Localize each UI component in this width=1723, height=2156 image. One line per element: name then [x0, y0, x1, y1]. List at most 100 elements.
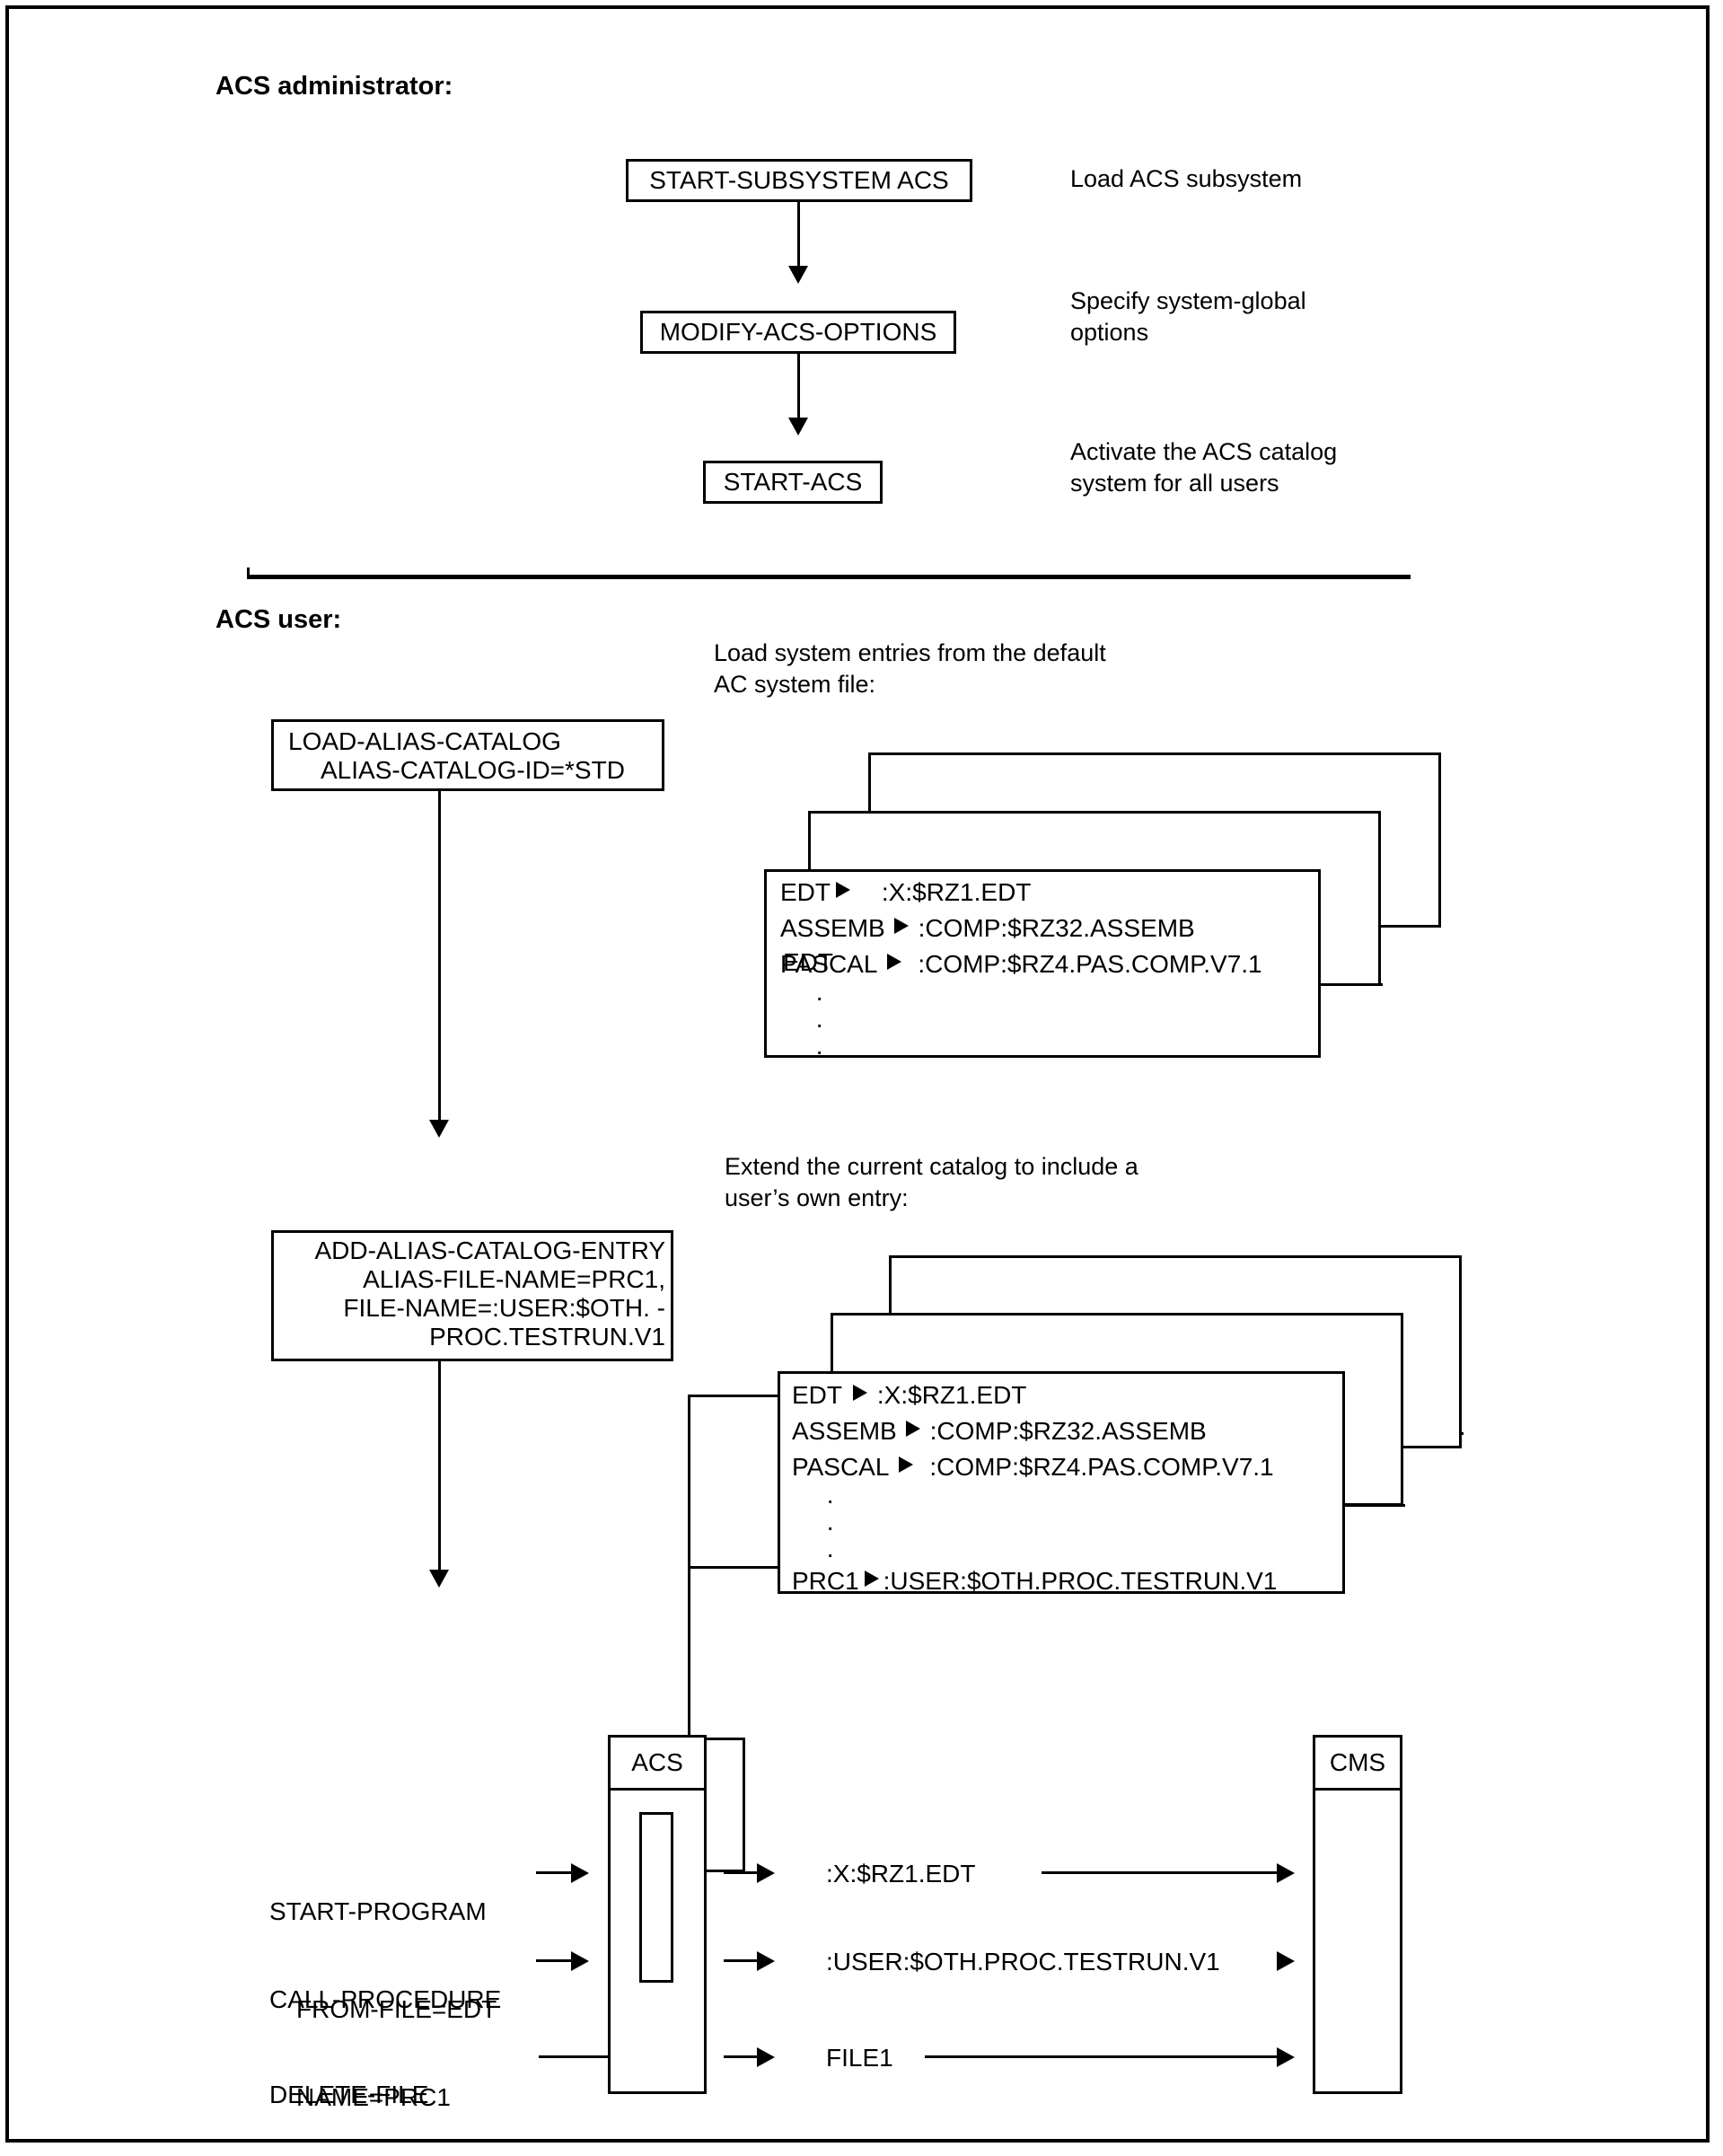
- catalog-sheet-front-bottom[interactable]: [778, 1371, 1345, 1594]
- catalog-top-dot-1: ·: [815, 1010, 824, 1038]
- catalog-bottom-row-2: PASCAL :COMP:$RZ4.PAS.COMP.V7.1: [792, 1453, 1274, 1482]
- runtime-row-1-line1: CALL-PROCEDURE: [269, 1984, 502, 2013]
- catalog-bottom-alias-0: EDT: [792, 1381, 842, 1409]
- entry-arrow-icon: [865, 1571, 880, 1587]
- connector-add-down: [438, 1361, 441, 1577]
- catalog-top-row-1: ASSEMB :COMP:$RZ32.ASSEMB: [780, 914, 1195, 943]
- catalog-top-alias-1: ASSEMB: [780, 914, 885, 942]
- catalog-bottom-alias-2: PASCAL: [792, 1453, 890, 1481]
- entry-arrow-icon: [894, 918, 910, 934]
- add-alias-line-1: ADD-ALIAS-CATALOG-ENTRY: [314, 1236, 665, 1264]
- arrowhead-down-3: [429, 1120, 449, 1138]
- cms-column[interactable]: CMS: [1313, 1735, 1402, 2094]
- catalog-bottom-target-added: :USER:$OTH.PROC.TESTRUN.V1: [883, 1567, 1278, 1595]
- catalog-bottom-dot-0: ·: [826, 1486, 835, 1514]
- acs-bracket-top-stub: [688, 1395, 781, 1397]
- catalog-top-target-0: :X:$RZ1.EDT: [881, 878, 1032, 906]
- acs-column-caption: ACS: [611, 1738, 704, 1791]
- catalog-top-row-2: PASCAL :COMP:$RZ4.PAS.COMP.V7.1: [780, 950, 1262, 979]
- section-divider: [247, 575, 1411, 579]
- user-section-heading: ACS user:: [215, 605, 342, 634]
- admin-section-heading: ACS administrator:: [215, 72, 453, 101]
- add-alias-line-2: ALIAS-FILE-NAME=PRC1,: [363, 1265, 665, 1293]
- runtime-row-2-command: DELETE-FILE FILE-NAME=FILE1: [269, 2013, 512, 2156]
- arrowhead-down-2: [788, 418, 808, 436]
- acs-column[interactable]: ACS: [608, 1735, 707, 2094]
- add-alias-line-3: FILE-NAME=:USER:$OTH. -: [343, 1294, 665, 1322]
- catalog-top-dot-2: ·: [815, 1037, 824, 1065]
- connector-2: [797, 354, 800, 422]
- catalog-top-alias-2: PASCAL: [780, 950, 878, 978]
- page-frame: [5, 5, 1710, 2143]
- runtime-row-2-line1: DELETE-FILE: [269, 2080, 429, 2108]
- connector-load-to-add: [438, 791, 441, 1128]
- section-divider-tick: [247, 568, 250, 578]
- entry-arrow-icon: [898, 1456, 913, 1473]
- catalog-bottom-target-2: :COMP:$RZ4.PAS.COMP.V7.1: [929, 1453, 1274, 1481]
- runtime-row-1-command: CALL-PROCEDURE NAME=PRC1: [269, 1918, 501, 2156]
- runtime-row-0-arrow-line: [536, 1871, 574, 1874]
- arrowhead-right-2b: [757, 2047, 775, 2067]
- box-add-alias-catalog-entry-lines: ADD-ALIAS-CATALOG-ENTRY ALIAS-FILE-NAME=…: [283, 1236, 665, 1351]
- arrowhead-down-4: [429, 1570, 449, 1588]
- box-start-acs[interactable]: START-ACS: [703, 461, 883, 504]
- load-alias-catalog-line-2: ALIAS-CATALOG-ID=*STD: [321, 756, 625, 784]
- catalog-bottom-dot-1: ·: [826, 1513, 835, 1541]
- entry-arrow-icon: [906, 1421, 921, 1437]
- load-alias-catalog-line-1: LOAD-ALIAS-CATALOG: [288, 727, 561, 755]
- box-add-alias-catalog-entry[interactable]: ADD-ALIAS-CATALOG-ENTRY ALIAS-FILE-NAME=…: [271, 1230, 673, 1361]
- note-load-acs-subsystem: Load ACS subsystem: [1070, 165, 1303, 192]
- arrowhead-right-1a: [571, 1951, 589, 1971]
- acs-catalog-slot: [639, 1812, 673, 1983]
- box-load-alias-catalog-lines: LOAD-ALIAS-CATALOG ALIAS-CATALOG-ID=*STD: [288, 727, 655, 785]
- box-modify-acs-options[interactable]: MODIFY-ACS-OPTIONS: [640, 311, 956, 354]
- connector-1: [797, 202, 800, 270]
- runtime-row-2-to-cms-line: [925, 2055, 1279, 2058]
- runtime-row-2-in-line: [539, 2055, 611, 2058]
- catalog-sheet-front-top[interactable]: EDT: [764, 869, 1321, 1058]
- box-load-alias-catalog[interactable]: LOAD-ALIAS-CATALOG ALIAS-CATALOG-ID=*STD: [271, 719, 664, 791]
- runtime-row-2-resolved: FILE1: [826, 2044, 893, 2072]
- entry-arrow-icon: [853, 1385, 868, 1401]
- catalog-top-target-2: :COMP:$RZ4.PAS.COMP.V7.1: [918, 950, 1262, 978]
- arrowhead-right-0b: [757, 1863, 775, 1883]
- arrowhead-right-0c: [1277, 1863, 1295, 1883]
- arrowhead-down-1: [788, 266, 808, 284]
- runtime-row-2-out-line: [724, 2055, 760, 2058]
- acs-feed-vline: [743, 1738, 745, 1872]
- catalog-bottom-row-added: PRC1 :USER:$OTH.PROC.TESTRUN.V1: [792, 1567, 1277, 1596]
- runtime-row-0-to-cms-line: [1042, 1871, 1279, 1874]
- acs-bracket-mid-stub: [688, 1566, 781, 1569]
- runtime-row-1-resolved: :USER:$OTH.PROC.TESTRUN.V1: [826, 1948, 1220, 1976]
- acs-bracket-bottom-stub: [688, 1738, 745, 1740]
- box-modify-acs-options-label: MODIFY-ACS-OPTIONS: [659, 318, 937, 346]
- runtime-row-0-out-line: [724, 1871, 760, 1874]
- cms-column-caption: CMS: [1315, 1738, 1400, 1791]
- catalog-top-target-1: :COMP:$RZ32.ASSEMB: [918, 914, 1195, 942]
- catalog-entries-top: EDT: [783, 881, 833, 1044]
- catalog-bottom-row-1: ASSEMB :COMP:$RZ32.ASSEMB: [792, 1417, 1207, 1446]
- arrowhead-right-1b: [757, 1951, 775, 1971]
- catalog-bottom-alias-1: ASSEMB: [792, 1417, 897, 1445]
- entry-arrow-icon: [886, 954, 901, 970]
- catalog-bottom-dot-2: ·: [826, 1540, 835, 1568]
- runtime-row-0-command: START-PROGRAM FROM-FILE=EDT: [269, 1830, 497, 2091]
- catalog-top-row-0: EDT :X:$RZ1.EDT: [780, 878, 1031, 907]
- box-start-subsystem-acs[interactable]: START-SUBSYSTEM ACS: [626, 159, 972, 202]
- box-start-acs-label: START-ACS: [723, 468, 863, 496]
- entry-arrow-icon: [836, 882, 851, 898]
- runtime-row-1-arrow-line: [536, 1959, 574, 1962]
- runtime-row-1-out-line: [724, 1959, 760, 1962]
- catalog-entry-top-0: EDT: [783, 947, 833, 976]
- runtime-row-0-line2: FROM-FILE=EDT: [296, 1994, 497, 2023]
- catalog-top-dot-0: ·: [815, 983, 824, 1011]
- runtime-row-0-resolved: :X:$RZ1.EDT: [826, 1860, 976, 1888]
- runtime-row-0-line1: START-PROGRAM: [269, 1896, 487, 1925]
- arrowhead-right-0a: [571, 1863, 589, 1883]
- arrowhead-right-1c: [1277, 1951, 1295, 1971]
- catalog-bottom-target-0: :X:$RZ1.EDT: [876, 1381, 1027, 1409]
